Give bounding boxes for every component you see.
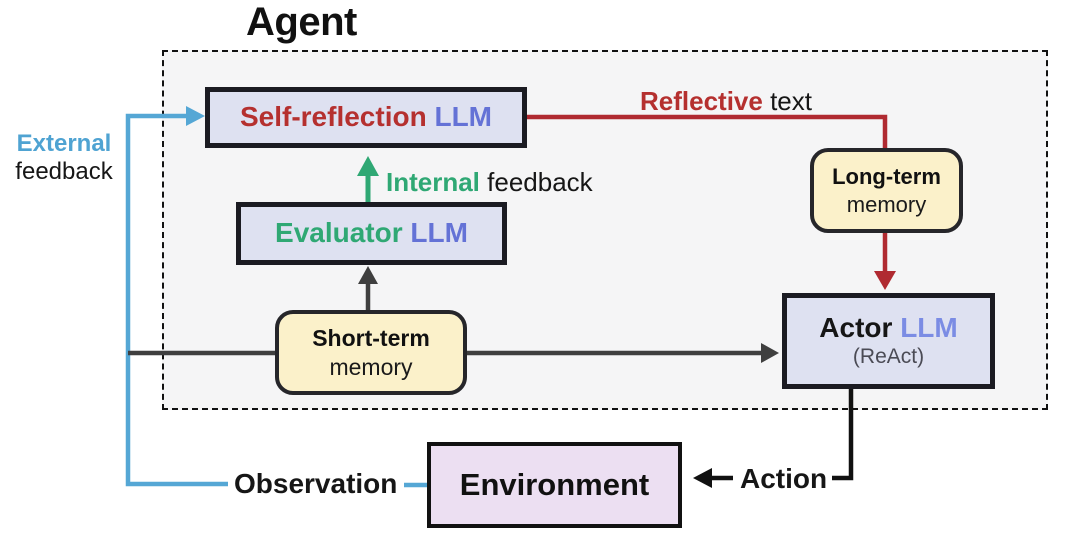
evaluator-llm-title: Evaluator LLM	[275, 217, 468, 249]
short-term-memory-line2: memory	[329, 353, 413, 380]
environment-label: Environment	[459, 467, 650, 502]
long-term-memory-line1: Long-term	[832, 164, 941, 189]
self-reflection-llm-node: Self-reflection LLM	[205, 87, 527, 148]
self-reflection-name: Self-reflection	[239, 101, 427, 133]
environment-node: Environment	[427, 442, 682, 528]
internal-feedback-word1: Internal	[386, 167, 480, 197]
internal-feedback-word2: feedback	[487, 167, 593, 197]
trajectory-arrowhead-icon	[761, 343, 779, 363]
external-feedback-arrowhead-icon	[186, 106, 205, 126]
longterm-to-actor-arrowhead-icon	[874, 271, 896, 290]
actor-type: LLM	[900, 311, 958, 343]
action-label: Action	[740, 463, 828, 494]
action-arrowhead-icon	[693, 468, 712, 488]
reflective-text-label: Reflective text	[640, 86, 812, 117]
actor-subtitle: (ReAct)	[852, 345, 925, 369]
evaluator-type: LLM	[410, 217, 468, 249]
actor-llm-title: Actor LLM	[819, 311, 958, 344]
self-reflection-llm-title: Self-reflection LLM	[239, 101, 492, 133]
reflective-text-word2: text	[770, 86, 812, 116]
external-feedback-line	[125, 113, 228, 487]
internal-feedback-label: Internal feedback	[386, 167, 593, 198]
self-reflection-type: LLM	[434, 101, 492, 133]
short-term-memory-line1: Short-term	[312, 324, 430, 351]
internal-feedback-arrowhead-icon	[357, 156, 379, 176]
long-term-memory-line2: memory	[846, 191, 927, 217]
short-term-memory-node: Short-term memory	[275, 310, 467, 395]
external-feedback-label: External feedback	[6, 130, 122, 185]
evaluator-llm-node: Evaluator LLM	[236, 202, 507, 265]
actor-llm-node: Actor LLM (ReAct)	[782, 293, 995, 389]
external-feedback-word1: External	[16, 130, 112, 157]
external-feedback-word2: feedback	[15, 157, 113, 185]
action-line	[832, 389, 854, 481]
reflective-text-word1: Reflective	[640, 86, 763, 116]
long-term-memory-node: Long-term memory	[810, 148, 963, 233]
evaluator-name: Evaluator	[275, 217, 403, 249]
agent-title: Agent	[246, 0, 357, 44]
shortterm-to-evaluator-arrowhead-icon	[358, 266, 378, 284]
observation-label: Observation	[234, 468, 398, 499]
actor-name: Actor	[819, 311, 893, 343]
